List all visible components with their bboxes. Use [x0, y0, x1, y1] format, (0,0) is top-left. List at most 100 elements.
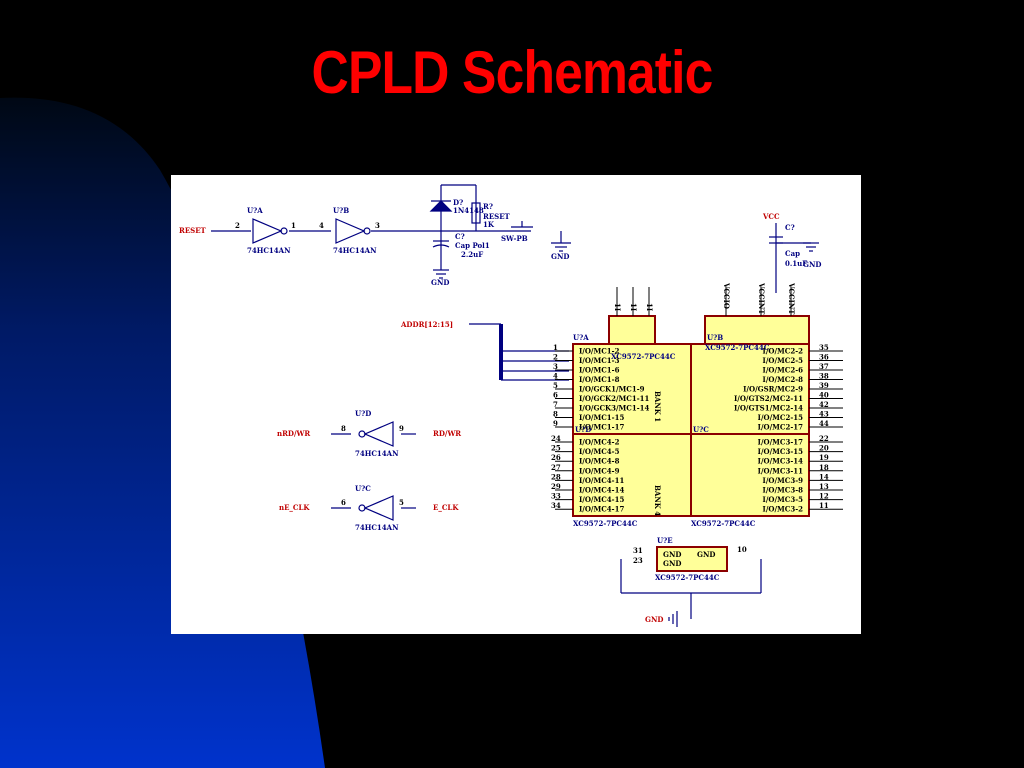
bank1-pin-name: I/O/MC1-17 — [579, 423, 624, 432]
bank1-pin-name: I/O/MC1-15 — [579, 413, 624, 422]
bank1-pin-name: I/O/GCK2/MC1-11 — [579, 394, 650, 403]
bank1-pin-name: I/O/MC1-3 — [579, 356, 620, 365]
resistor-ref: R? — [483, 202, 493, 211]
bank2-pin-name: I/O/MC2-2 — [763, 347, 804, 356]
bank3-pin-number: 12 — [819, 492, 829, 501]
bank3-pin-name: I/O/MC3-14 — [758, 457, 803, 466]
inverter-u-b-ref: U?B — [333, 206, 349, 215]
nrd-wr-out-label: nRD/WR — [277, 429, 310, 438]
top-pin-right-2: VCCINT — [757, 282, 766, 315]
bank3-pin-number: 11 — [819, 501, 829, 510]
bank1-pin-number: 3 — [553, 362, 558, 371]
gnd-pin-name-2: GND — [663, 559, 681, 568]
bank1-pin-number: 6 — [553, 391, 558, 400]
top-pin-right-1: VCCIO — [722, 282, 731, 309]
bank4-pin-name: I/O/MC4-14 — [579, 486, 624, 495]
bank3-pin-number: 22 — [819, 434, 829, 443]
addr-bus-label: ADDR[12:15] — [400, 320, 453, 329]
bank2-pin-name: I/O/MC2-6 — [763, 366, 804, 375]
cpld-ref-e: U?E — [657, 536, 673, 545]
bank1-pin-number: 2 — [553, 353, 558, 362]
cpld-part-bottom-right: XC9572-7PC44C — [691, 519, 756, 528]
bank4-pin-number: 26 — [551, 453, 561, 462]
cap1-part: Cap Pol1 — [455, 241, 490, 250]
top-pin-left-2: 1I — [629, 303, 638, 311]
bank1-pin-number: 4 — [553, 372, 558, 381]
diode-part: 1N4148 — [453, 206, 484, 215]
bank2-pin-number: 44 — [819, 419, 829, 428]
cpld-part-gnd: XC9572-7PC44C — [655, 573, 720, 582]
cpld-ref-c: U?C — [693, 425, 709, 434]
inverter-u-d-part: 74HC14AN — [355, 449, 399, 458]
bank4-pin-name: I/O/MC4-5 — [579, 447, 620, 456]
inverter-u-b-out-pin: 3 — [375, 221, 380, 230]
inverter-u-b-part: 74HC14AN — [333, 246, 377, 255]
bank2-pin-name: I/O/GTS2/MC2-11 — [734, 394, 803, 403]
bank3-pin-name: I/O/MC3-2 — [763, 505, 804, 514]
bank3-pin-number: 13 — [819, 482, 829, 491]
bank4-pin-number: 34 — [551, 501, 561, 510]
inverter-u-d-ref: U?D — [355, 409, 371, 418]
bank3-pin-name: I/O/MC3-17 — [758, 438, 803, 447]
bank2-pin-number: 42 — [819, 400, 829, 409]
bank1-pin-number: 8 — [553, 410, 558, 419]
bank4-pin-number: 25 — [551, 444, 561, 453]
bank2-pin-number: 40 — [819, 391, 829, 400]
cpld-bank4-block — [572, 433, 692, 517]
bank1-pin-number: 5 — [553, 381, 558, 390]
bank1-pin-name: I/O/GCK3/MC1-14 — [579, 404, 650, 413]
bank1-pin-name: I/O/MC1-6 — [579, 366, 620, 375]
bank3-pin-number: 14 — [819, 472, 829, 481]
gnd-pin-right: 10 — [737, 545, 747, 554]
ground-symbol-3 — [803, 242, 819, 252]
bank1-pin-number: 7 — [553, 400, 558, 409]
e-clk-in-label: E_CLK — [433, 503, 459, 512]
bank2-pin-name: I/O/MC2-17 — [758, 423, 803, 432]
top-pin-right-3: VCCINT — [787, 282, 796, 315]
gnd-pin-left-2: 23 — [633, 556, 643, 565]
bank2-pin-name: I/O/MC2-15 — [758, 413, 803, 422]
inverter-u-a-symbol — [252, 218, 283, 244]
gnd-pin-name-3: GND — [697, 550, 715, 559]
cpld-ref-a: U?A — [573, 333, 589, 342]
inverter-u-a-ref: U?A — [247, 206, 263, 215]
cpld-part-bottom-left: XC9572-7PC44C — [573, 519, 638, 528]
bank1-pin-number: 1 — [553, 343, 558, 352]
bank3-pin-number: 18 — [819, 463, 829, 472]
bank1-label: BANK 1 — [653, 391, 662, 422]
cpld-bank3-block — [690, 433, 810, 517]
reset-net-label: RESET — [483, 212, 511, 221]
bank3-pin-name: I/O/MC3-9 — [763, 476, 804, 485]
inverter-u-c-symbol — [363, 495, 394, 521]
cap2-value: 0.1uF — [785, 259, 807, 268]
resistor-symbol — [471, 202, 481, 224]
bank4-pin-name: I/O/MC4-11 — [579, 476, 624, 485]
gnd-pin-name-1: GND — [663, 550, 681, 559]
bank4-pin-name: I/O/MC4-2 — [579, 438, 620, 447]
cpld-ref-d: U?D — [575, 425, 591, 434]
bank2-pin-name: I/O/MC2-8 — [763, 375, 804, 384]
inverter-u-c-ref: U?C — [355, 484, 371, 493]
bank2-pin-number: 36 — [819, 353, 829, 362]
cap2-ref: C? — [785, 223, 795, 232]
bank1-pin-number: 9 — [553, 419, 558, 428]
inverter-u-c-part: 74HC14AN — [355, 523, 399, 532]
bank4-pin-number: 33 — [551, 492, 561, 501]
diode-ref: D? — [453, 198, 463, 207]
inverter-u-a-part: 74HC14AN — [247, 246, 291, 255]
bank2-pin-name: I/O/GSR/MC2-9 — [743, 385, 803, 394]
bank3-pin-name: I/O/MC3-5 — [763, 495, 804, 504]
ground-symbol-2 — [551, 242, 571, 252]
inverter-u-d-in-pin: 9 — [399, 424, 404, 433]
bank4-pin-name: I/O/MC4-9 — [579, 466, 620, 475]
ground-symbol-1 — [433, 269, 449, 279]
resistor-value: 1K — [483, 220, 495, 229]
cpld-part-top-right: XC9572-7PC44C — [705, 343, 770, 352]
slide-title: CPLD Schematic — [311, 39, 714, 106]
bank4-pin-name: I/O/MC4-17 — [579, 505, 624, 514]
cpld-ref-b: U?B — [707, 333, 723, 342]
inverter-u-c-in-pin: 5 — [399, 498, 404, 507]
cap2-part: Cap — [785, 249, 800, 258]
cap1-value: 2.2uF — [461, 250, 483, 259]
